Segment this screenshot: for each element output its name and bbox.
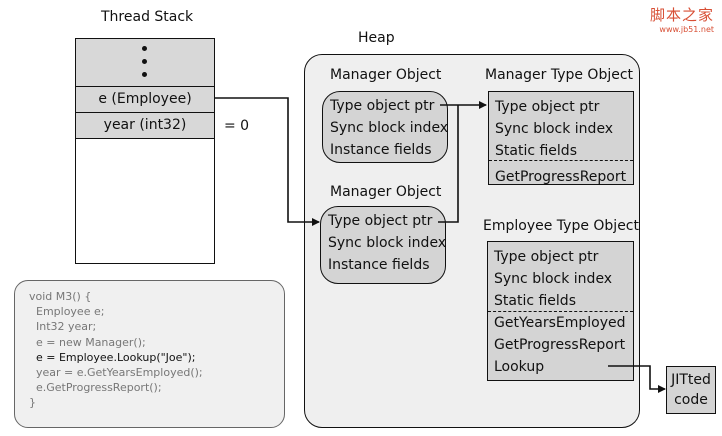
watermark-url: www.jb51.net (659, 25, 714, 34)
watermark: 脚本之家 www.jb51.net (650, 4, 714, 34)
code-line: Employee e; (29, 305, 105, 319)
method-get-progress-report: GetProgressReport (494, 337, 626, 353)
field-type-object-ptr: Type object ptr (330, 98, 435, 114)
code-line: e = new Manager(); (29, 335, 146, 349)
code-line: void M3() { (29, 290, 92, 303)
jitted-code-line-2: code (674, 392, 708, 408)
field-sync-block-index: Sync block index (328, 235, 447, 251)
stack-frames-above (76, 39, 214, 87)
field-type-object-ptr: Type object ptr (494, 249, 599, 265)
ellipsis-dot (142, 46, 147, 51)
arrow-manager-object-2-type-ptr (438, 105, 459, 223)
method-table-divider (489, 160, 633, 161)
method-table-divider (488, 311, 633, 312)
manager-type-object: Type object ptr Sync block index Static … (488, 91, 634, 185)
heap-title: Heap (358, 30, 395, 46)
employee-type-object-title: Employee Type Object (483, 218, 639, 234)
stack-slot-e: e (Employee) (76, 87, 214, 113)
field-instance-fields: Instance fields (330, 142, 432, 158)
field-sync-block-index: Sync block index (495, 121, 614, 137)
ellipsis-dot (142, 59, 147, 64)
ellipsis-dot (142, 72, 147, 77)
code-line: } (29, 396, 36, 410)
arrow-e-to-manager-object (215, 97, 320, 226)
arrow-lookup-to-jitted-code (608, 365, 666, 393)
code-line: year = e.GetYearsEmployed(); (29, 366, 203, 380)
method-get-years-employed: GetYearsEmployed (494, 315, 626, 331)
manager-object-1-title: Manager Object (330, 67, 442, 83)
employee-type-object: Type object ptr Sync block index Static … (487, 241, 634, 381)
method-lookup: Lookup (494, 359, 545, 375)
manager-object-2-title: Manager Object (330, 184, 442, 200)
jitted-code-box: JITted code (666, 366, 716, 414)
watermark-title: 脚本之家 (649, 6, 714, 24)
field-type-object-ptr: Type object ptr (495, 99, 600, 115)
year-value: = 0 (224, 118, 250, 134)
thread-stack-title: Thread Stack (101, 9, 194, 25)
field-type-object-ptr: Type object ptr (328, 213, 433, 229)
code-line: e.GetProgressReport(); (29, 381, 162, 395)
field-static-fields: Static fields (494, 293, 576, 309)
field-sync-block-index: Sync block index (330, 120, 449, 136)
stack-slot-year: year (int32) (76, 113, 214, 139)
thread-stack: e (Employee) year (int32) (75, 38, 215, 264)
manager-object-1: Type object ptr Sync block index Instanc… (322, 91, 448, 163)
field-instance-fields: Instance fields (328, 257, 430, 273)
field-static-fields: Static fields (495, 143, 577, 159)
code-line-current: e = Employee.Lookup("Joe"); (29, 350, 196, 364)
code-line: Int32 year; (29, 320, 97, 334)
manager-type-object-title: Manager Type Object (485, 67, 634, 83)
method-get-progress-report: GetProgressReport (495, 169, 627, 185)
jitted-code-line-1: JITted (671, 372, 711, 388)
field-sync-block-index: Sync block index (494, 271, 613, 287)
manager-object-2: Type object ptr Sync block index Instanc… (320, 206, 446, 284)
code-listing: void M3() { Employee e; Int32 year; e = … (14, 280, 285, 428)
